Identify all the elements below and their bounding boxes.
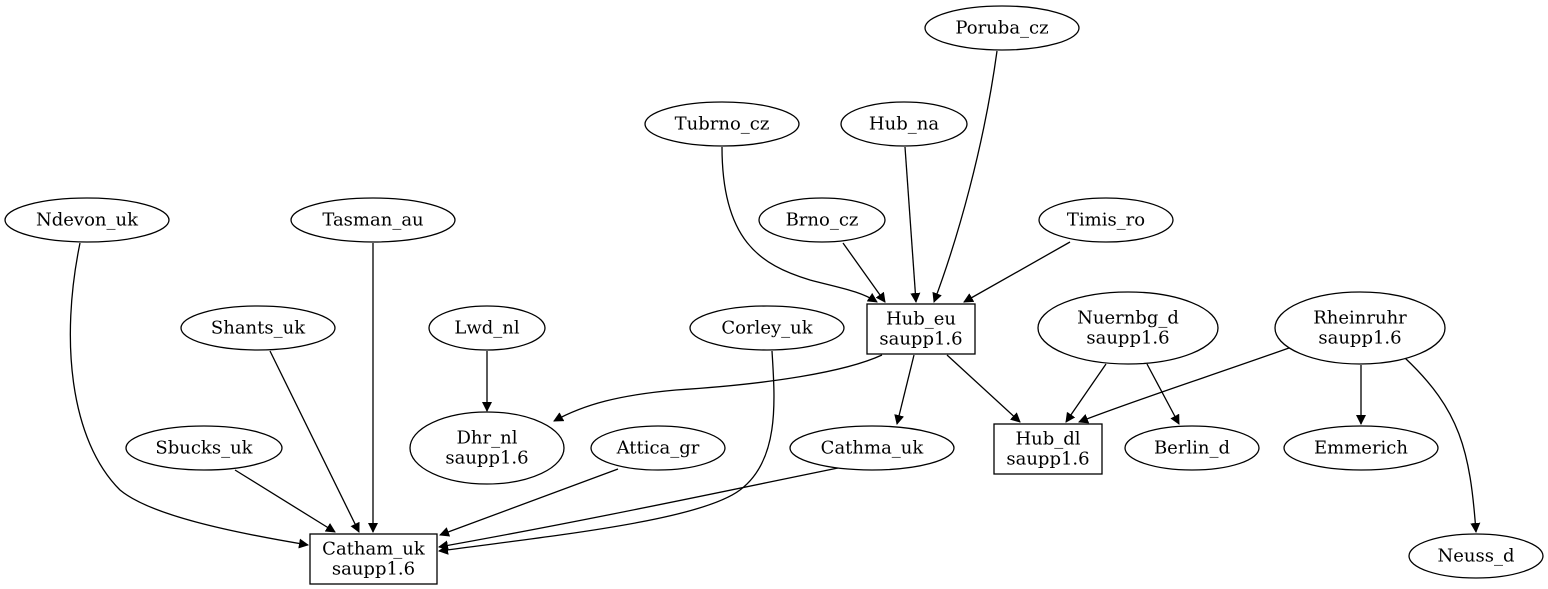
node-cathma-uk: Cathma_uk bbox=[789, 425, 955, 471]
node-shants-uk-label: Shants_uk bbox=[211, 318, 306, 339]
node-hub-dl-label: saupp1.6 bbox=[1006, 449, 1089, 470]
node-poruba-cz-label: Poruba_cz bbox=[955, 18, 1048, 39]
edge-corley-uk-to-catham-uk bbox=[438, 350, 775, 555]
node-hub-eu-box bbox=[866, 303, 976, 355]
edge-hub-eu-to-cathma-uk bbox=[894, 354, 915, 425]
node-brno-cz: Brno_cz bbox=[758, 197, 886, 243]
node-emmerich-ellipse bbox=[1283, 425, 1439, 471]
edges bbox=[69, 50, 1481, 555]
edge-nuernbg-d-to-hub-dl bbox=[1065, 363, 1107, 423]
node-hub-na: Hub_na bbox=[840, 101, 968, 147]
node-corley-uk-label: Corley_uk bbox=[721, 318, 813, 339]
edge-shants-uk-to-catham-uk bbox=[269, 350, 360, 533]
node-poruba-cz-ellipse bbox=[924, 5, 1080, 51]
node-brno-cz-label: Brno_cz bbox=[786, 210, 859, 231]
node-neuss-d-ellipse bbox=[1408, 533, 1544, 579]
node-attica-gr-ellipse bbox=[590, 425, 726, 471]
node-ndevon-uk: Ndevon_uk bbox=[4, 197, 170, 243]
node-catham-uk-box bbox=[309, 533, 438, 585]
node-brno-cz-ellipse bbox=[758, 197, 886, 243]
node-berlin-d-label: Berlin_d bbox=[1154, 438, 1230, 459]
node-sbucks-uk-label: Sbucks_uk bbox=[155, 438, 253, 459]
node-nuernbg-d-label: saupp1.6 bbox=[1086, 328, 1169, 349]
node-tubrno-cz-ellipse bbox=[644, 101, 800, 147]
node-hub-dl-box bbox=[993, 423, 1103, 475]
node-ndevon-uk-label: Ndevon_uk bbox=[36, 210, 139, 231]
node-tubrno-cz: Tubrno_cz bbox=[644, 101, 800, 147]
edge-cathma-uk-to-catham-uk bbox=[438, 467, 839, 551]
edge-ndevon-uk-to-catham-uk bbox=[69, 242, 309, 549]
node-dhr-nl-label: saupp1.6 bbox=[445, 448, 528, 469]
edge-poruba-cz-to-hub-eu bbox=[932, 50, 998, 303]
node-timis-ro-label: Timis_ro bbox=[1067, 210, 1145, 231]
node-catham-uk-label: saupp1.6 bbox=[332, 559, 415, 580]
edge-rheinruhr-to-hub-dl bbox=[1078, 347, 1290, 424]
node-rheinruhr-ellipse bbox=[1274, 291, 1446, 365]
edge-nuernbg-d-to-berlin-d bbox=[1146, 363, 1180, 425]
edge-brno-cz-to-hub-eu bbox=[842, 242, 886, 303]
node-timis-ro: Timis_ro bbox=[1038, 197, 1174, 243]
node-lwd-nl-ellipse bbox=[428, 305, 546, 351]
node-cathma-uk-label: Cathma_uk bbox=[821, 438, 925, 459]
node-sbucks-uk-ellipse bbox=[125, 425, 283, 471]
node-tasman-au: Tasman_au bbox=[290, 197, 456, 243]
node-attica-gr: Attica_gr bbox=[590, 425, 726, 471]
node-lwd-nl-label: Lwd_nl bbox=[454, 318, 519, 339]
node-tubrno-cz-label: Tubrno_cz bbox=[675, 114, 770, 135]
node-catham-uk-label: Catham_uk bbox=[322, 539, 426, 560]
node-hub-dl-label: Hub_dl bbox=[1015, 429, 1080, 450]
node-hub-eu-label: Hub_eu bbox=[886, 309, 956, 330]
node-emmerich-label: Emmerich bbox=[1314, 438, 1408, 459]
node-shants-uk-ellipse bbox=[180, 305, 336, 351]
node-nuernbg-d-label: Nuernbg_d bbox=[1077, 308, 1179, 329]
node-rheinruhr-label: Rheinruhr bbox=[1313, 308, 1407, 329]
edge-sbucks-uk-to-catham-uk bbox=[234, 469, 336, 533]
node-neuss-d-label: Neuss_d bbox=[1438, 546, 1515, 567]
node-timis-ro-ellipse bbox=[1038, 197, 1174, 243]
node-nuernbg-d-ellipse bbox=[1037, 291, 1219, 365]
node-tasman-au-label: Tasman_au bbox=[322, 210, 423, 231]
node-tasman-au-ellipse bbox=[290, 197, 456, 243]
node-hub-eu-label: saupp1.6 bbox=[879, 329, 962, 350]
node-poruba-cz: Poruba_cz bbox=[924, 5, 1080, 51]
node-shants-uk: Shants_uk bbox=[180, 305, 336, 351]
edge-hub-eu-to-dhr-nl bbox=[553, 354, 883, 422]
node-neuss-d: Neuss_d bbox=[1408, 533, 1544, 579]
node-rheinruhr-label: saupp1.6 bbox=[1318, 328, 1401, 349]
node-attica-gr-label: Attica_gr bbox=[616, 438, 700, 459]
node-berlin-d-ellipse bbox=[1124, 425, 1260, 471]
node-emmerich: Emmerich bbox=[1283, 425, 1439, 471]
node-dhr-nl-ellipse bbox=[409, 411, 565, 485]
edge-attica-gr-to-catham-uk bbox=[439, 468, 619, 537]
edge-hub-na-to-hub-eu bbox=[904, 146, 921, 303]
node-berlin-d: Berlin_d bbox=[1124, 425, 1260, 471]
node-lwd-nl: Lwd_nl bbox=[428, 305, 546, 351]
node-dhr-nl-label: Dhr_nl bbox=[457, 428, 518, 449]
node-ndevon-uk-ellipse bbox=[4, 197, 170, 243]
node-sbucks-uk: Sbucks_uk bbox=[125, 425, 283, 471]
edge-timis-ro-to-hub-eu bbox=[963, 241, 1071, 303]
node-corley-uk-ellipse bbox=[689, 305, 845, 351]
edge-hub-eu-to-hub-dl bbox=[946, 354, 1021, 423]
node-corley-uk: Corley_uk bbox=[689, 305, 845, 351]
node-hub-na-label: Hub_na bbox=[869, 114, 939, 135]
edge-rheinruhr-to-neuss-d bbox=[1404, 357, 1481, 533]
edge-tubrno-cz-to-hub-eu bbox=[721, 146, 878, 303]
node-hub-na-ellipse bbox=[840, 101, 968, 147]
node-cathma-uk-ellipse bbox=[789, 425, 955, 471]
